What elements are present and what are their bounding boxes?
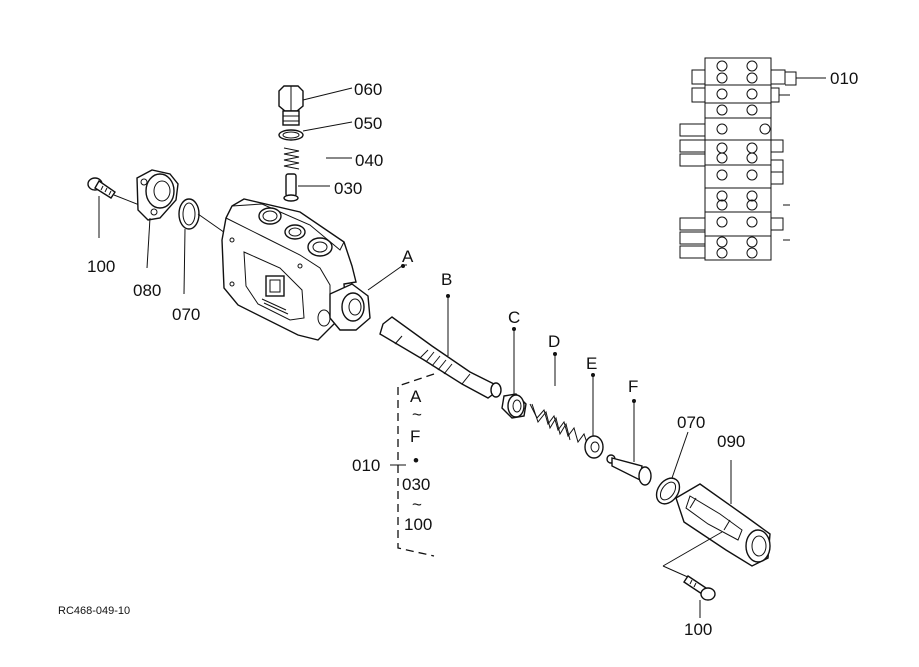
hydraulic-schematic — [679, 57, 826, 261]
poppet-030 — [283, 173, 299, 202]
label-D: D — [548, 332, 560, 351]
label-C: C — [508, 308, 520, 327]
label-050: 050 — [354, 114, 382, 133]
group-dot: • — [413, 451, 419, 470]
valve-body — [221, 198, 371, 341]
bolt-100-bottom — [683, 575, 716, 601]
label-010-group: 010 — [352, 456, 380, 475]
group-label-030: 030 — [402, 475, 430, 494]
group-label-F: F — [410, 427, 420, 446]
plug-060 — [278, 85, 304, 126]
drawing-code: RC468-049-10 — [58, 605, 130, 617]
label-030: 030 — [334, 179, 362, 198]
seat-E — [584, 435, 604, 459]
leader-dot-E — [591, 373, 595, 377]
label-010-schematic: 010 — [830, 69, 858, 88]
spool-B — [379, 316, 502, 399]
o-ring-070-right — [655, 477, 681, 505]
o-ring-070-left — [178, 198, 200, 230]
label-070-right: 070 — [677, 413, 705, 432]
label-070-left: 070 — [172, 305, 200, 324]
group-tilde-1: ~ — [412, 405, 422, 424]
cover-080 — [136, 169, 179, 221]
leader-dot-D — [553, 352, 557, 356]
cap-090 — [675, 483, 771, 567]
o-ring-050 — [278, 129, 304, 141]
group-label-A: A — [410, 387, 422, 406]
label-040: 040 — [355, 151, 383, 170]
bolt-100-left — [87, 177, 116, 199]
label-A: A — [402, 247, 414, 266]
label-090: 090 — [717, 432, 745, 451]
leader-dot-C — [512, 327, 516, 331]
leader-dot-F — [632, 399, 636, 403]
label-F: F — [628, 377, 638, 396]
label-080: 080 — [133, 281, 161, 300]
label-100-bottom: 100 — [684, 620, 712, 639]
spring-040 — [283, 147, 300, 170]
group-tilde-2: ~ — [412, 495, 422, 514]
collar-C — [501, 393, 527, 419]
label-100-left: 100 — [87, 257, 115, 276]
label-060: 060 — [354, 80, 382, 99]
spring-D — [529, 403, 589, 447]
group-bracket — [390, 373, 435, 557]
label-E: E — [586, 354, 597, 373]
group-label-100: 100 — [404, 515, 432, 534]
leader-dot-B — [446, 294, 450, 298]
label-B: B — [441, 270, 452, 289]
bolt-F — [606, 454, 652, 486]
